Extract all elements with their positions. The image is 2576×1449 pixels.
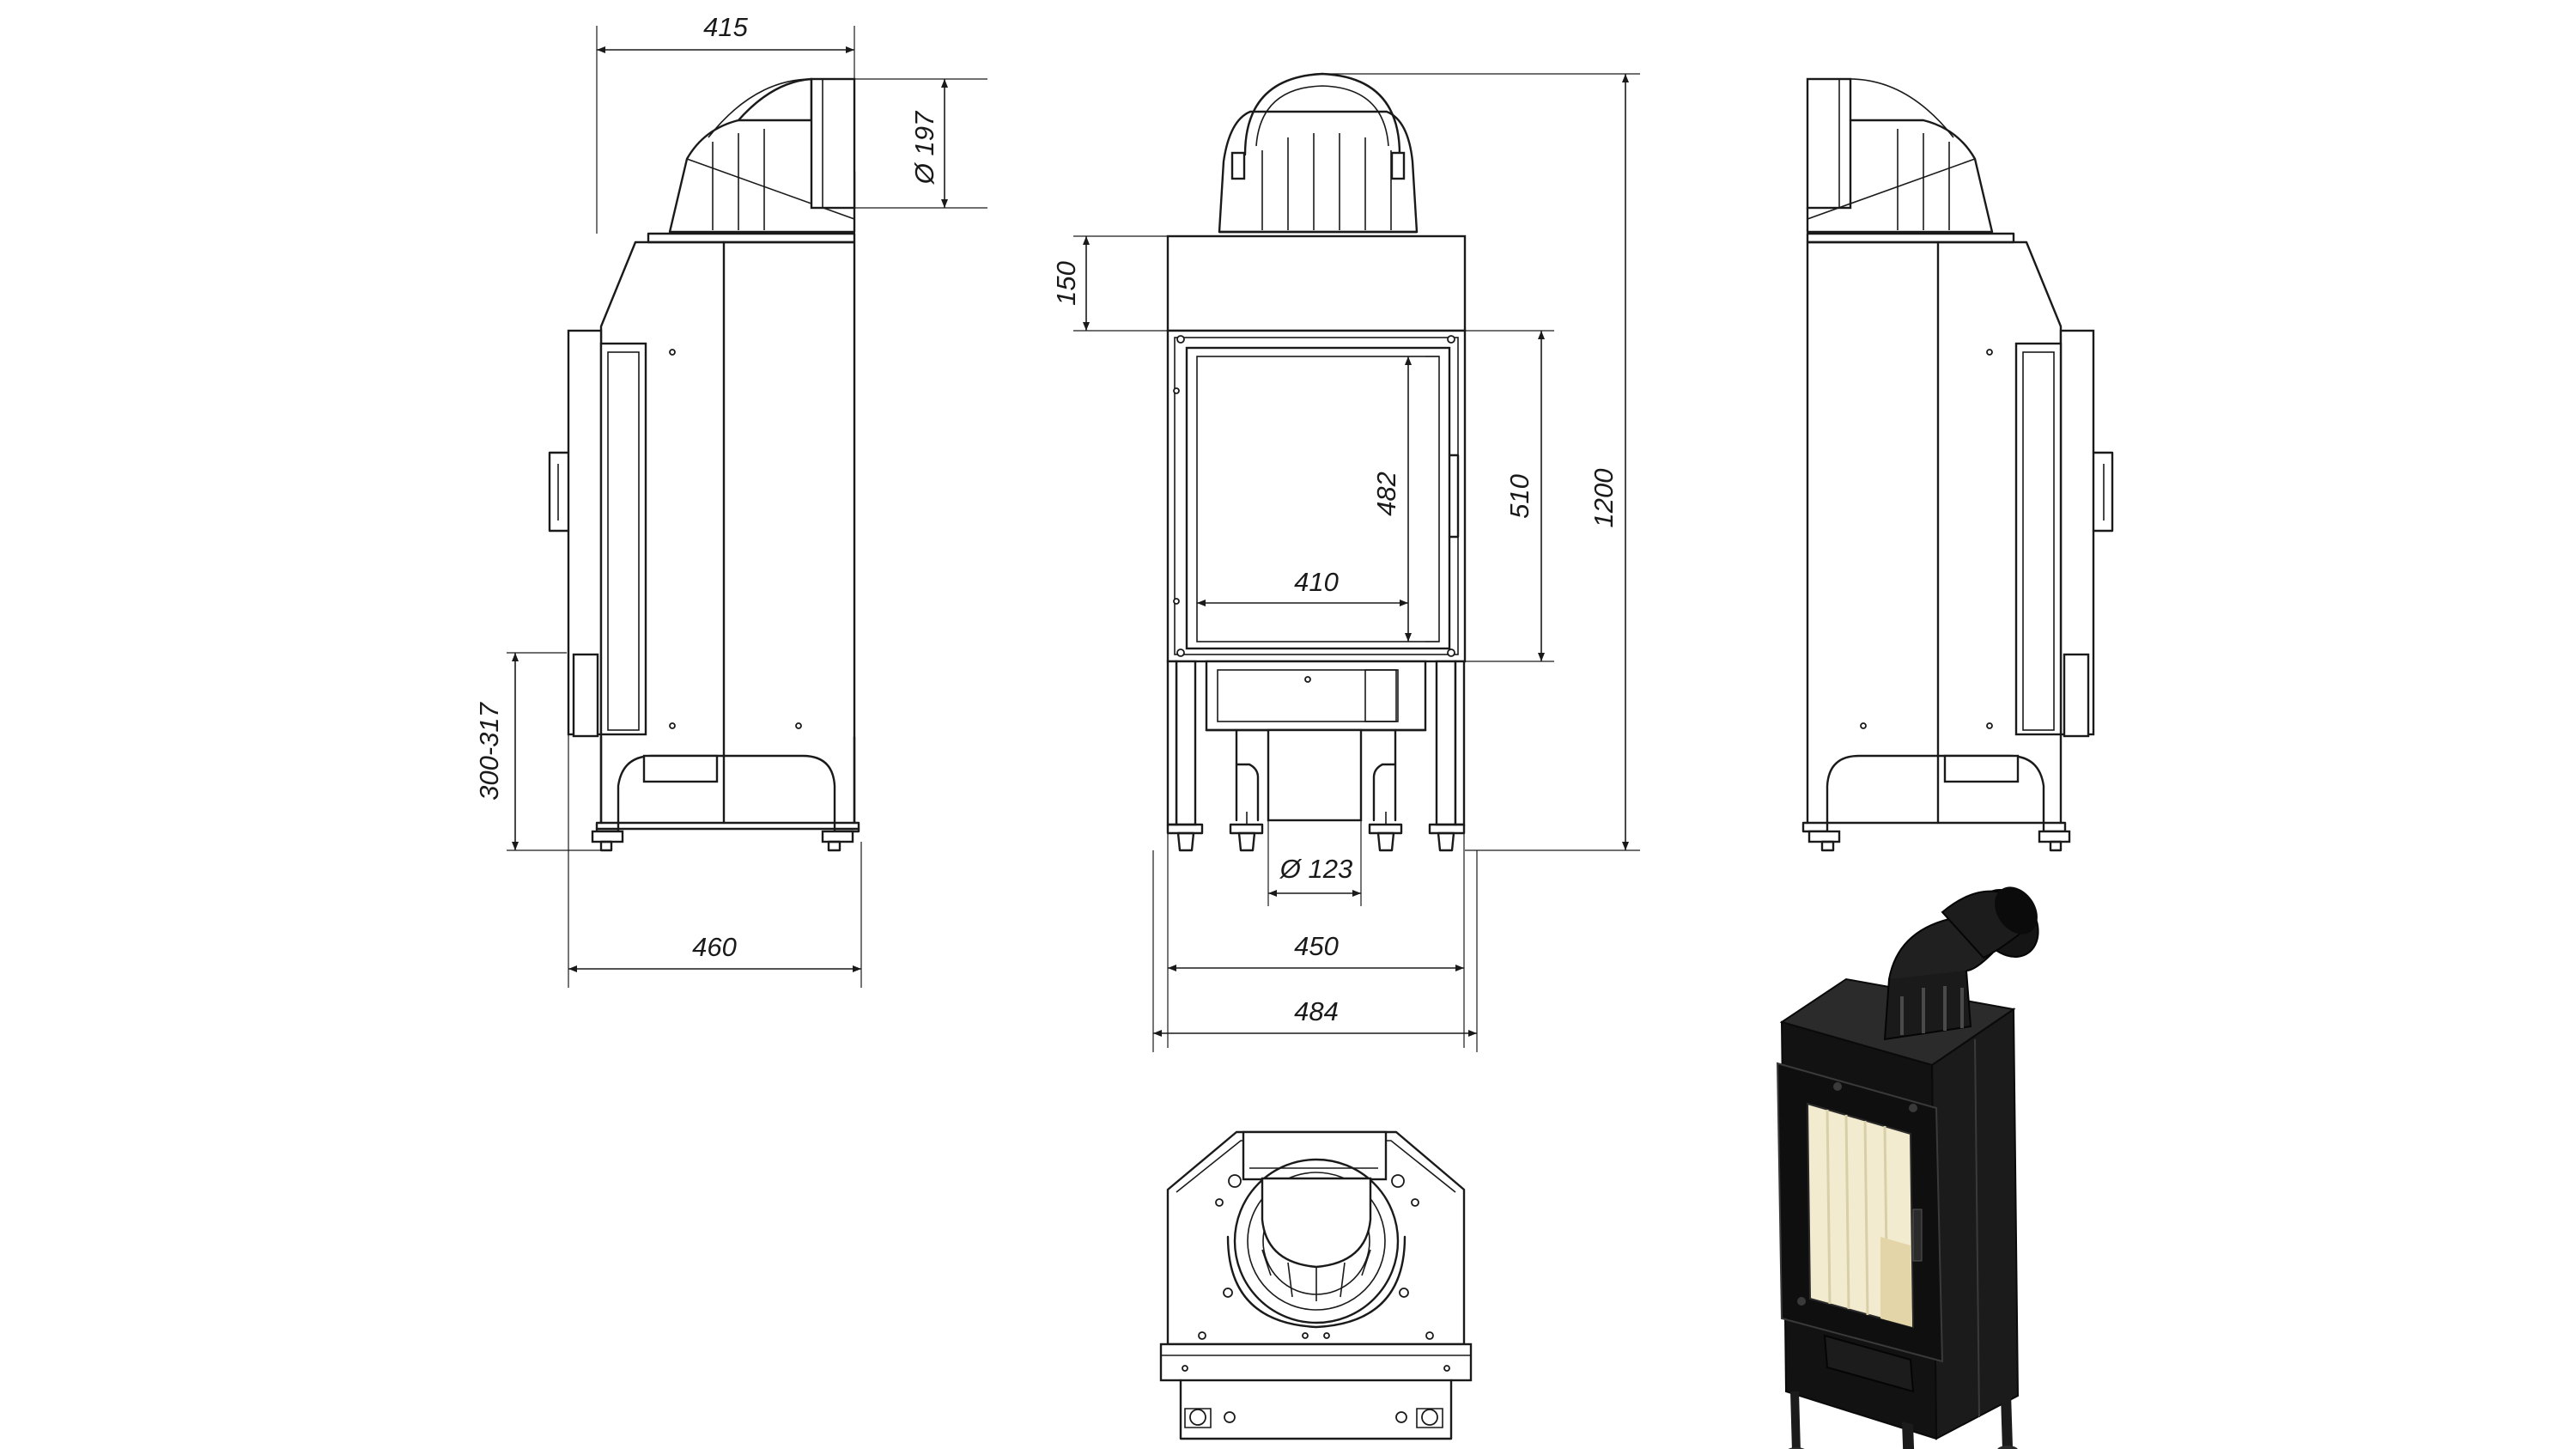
dim-body-width: 450 [1294,931,1339,961]
top-view [1159,1130,1473,1440]
dim-overall-width: 484 [1294,996,1339,1026]
dim-glass-height: 482 [1371,472,1401,516]
side-view-left [548,77,860,852]
isometric-render [1776,886,2039,1449]
dim-overall-height: 1200 [1589,469,1619,528]
dim-side-depth: 460 [692,932,737,962]
side-view-right [1801,77,2114,852]
dimensions-front-view: 150 482 510 1200 410 Ø 123 450 484 [1051,73,1640,1052]
dim-door-height: 510 [1504,474,1534,519]
front-view [1166,72,1467,852]
dim-inlet-diameter: Ø 123 [1279,854,1352,884]
dim-top-width: 415 [703,12,748,42]
dim-glass-width: 410 [1294,567,1339,597]
dim-leg-height: 300-317 [474,701,504,801]
dim-flue-diameter: Ø 197 [909,110,939,185]
dimensions-left-view: 415 Ø 197 300-317 460 [474,12,987,988]
dim-top-section: 150 [1051,261,1081,306]
